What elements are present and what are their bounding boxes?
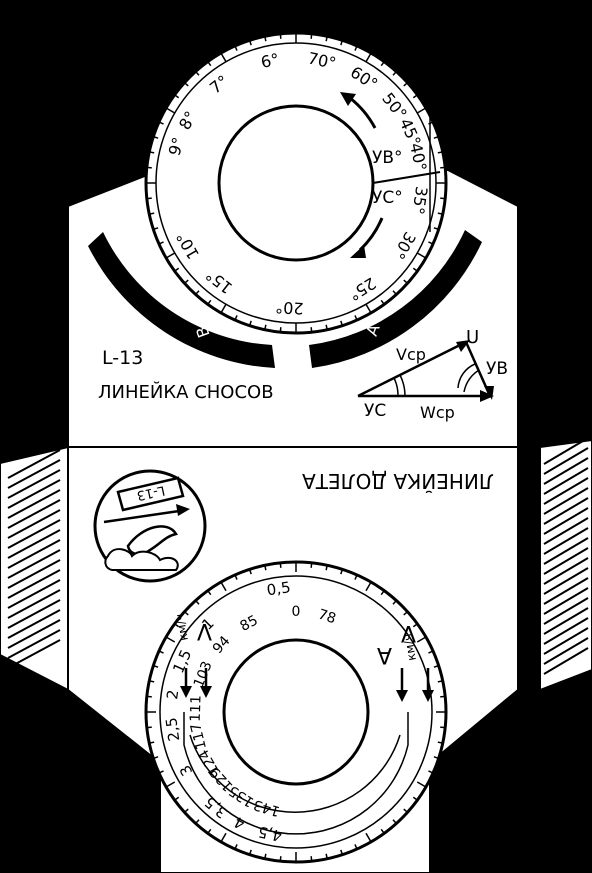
- lower-dial-hub: [222, 638, 370, 786]
- velocity-triangle: U УВ УС Vср Wср: [357, 327, 508, 422]
- inner-scale-label-5: 111: [188, 695, 205, 722]
- outer-scale-label-8: 4,5: [257, 823, 284, 846]
- inner-scale-label-0: 0: [292, 604, 301, 620]
- upper-scale-label-14: 9°: [165, 135, 188, 158]
- inner-scale-label-1: 78: [316, 607, 338, 628]
- emblem: L-13: [93, 469, 207, 583]
- upper-scale-label-2: 20°: [275, 298, 304, 318]
- drift-sector-band-right: [309, 230, 482, 368]
- upper-scale-label-5: 35°: [408, 185, 431, 216]
- upper-dial: 10°15°20°25°30°35°40°45°50°60°70°6°7°8°9…: [144, 31, 448, 335]
- right-grip: [539, 437, 592, 692]
- cloud-icon: [104, 548, 179, 571]
- inner-scale-label-2: 85: [237, 612, 260, 634]
- drift-sector-band: [88, 232, 275, 368]
- mark-v-unit: км/ч: [172, 612, 191, 641]
- lower-title: ЛИНЕЙКА ДОЛЕТА: [302, 469, 494, 493]
- mark-lambda: V: [197, 618, 212, 643]
- window-label-uv: УВ°: [372, 148, 403, 168]
- left-grip: [0, 445, 69, 692]
- upper-scale-label-11: 6°: [259, 50, 281, 72]
- mark-a: A: [377, 642, 392, 667]
- upper-title: ЛИНЕЙКА СНОСОВ: [98, 381, 274, 403]
- mark-a-unit: км/ч: [400, 632, 419, 661]
- triangle-label-us: УС: [364, 401, 386, 421]
- emblem-label: L-13: [135, 482, 166, 503]
- upper-dial-hub: [217, 104, 375, 262]
- outer-scale-label-3: 2: [163, 689, 182, 701]
- triangle-label-u: U: [466, 327, 479, 348]
- triangle-label-uv: УВ: [486, 359, 508, 379]
- outer-scale-label-4: 2,5: [162, 716, 183, 742]
- mark-v: V: [401, 620, 416, 645]
- inner-scale-label-10: 143: [252, 796, 282, 819]
- outer-scale-label-0: 0,5: [266, 578, 292, 599]
- model-label: L-13: [102, 347, 143, 369]
- window-label-us: УС°: [372, 188, 403, 208]
- triangle-label-vcp: Vср: [396, 345, 426, 364]
- triangle-label-wcp: Wср: [420, 403, 455, 422]
